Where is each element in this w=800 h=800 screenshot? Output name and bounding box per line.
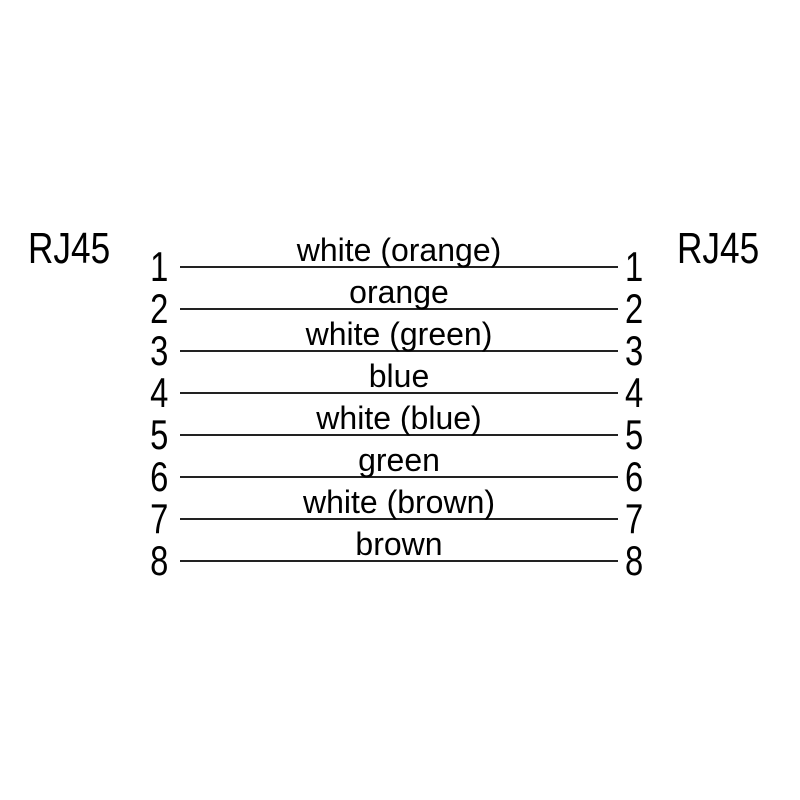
pin-number-left: 8 xyxy=(149,537,168,584)
pin-number-left: 7 xyxy=(149,495,168,542)
pin-number-left: 5 xyxy=(149,411,168,458)
wire-color-label: brown xyxy=(355,526,443,562)
wire-row: 8 brown 8 xyxy=(0,528,800,584)
pin-number-left: 6 xyxy=(149,453,168,500)
wire-row: 4 blue 4 xyxy=(0,360,800,416)
wire-color-label: white (orange) xyxy=(296,232,502,268)
pin-number-right: 4 xyxy=(625,369,644,416)
wire-line xyxy=(180,266,618,268)
pin-number-right: 3 xyxy=(625,327,644,374)
pin-number-right: 8 xyxy=(625,537,644,584)
pin-number-right: 6 xyxy=(625,453,644,500)
wire-row: 1 white (orange) 1 xyxy=(0,234,800,290)
pin-number-right: 7 xyxy=(625,495,644,542)
pin-number-right: 1 xyxy=(625,243,644,290)
pin-number-left: 1 xyxy=(149,243,168,290)
wire-line xyxy=(180,476,618,478)
wire-color-label: white (green) xyxy=(305,316,493,352)
wire-row: 3 white (green) 3 xyxy=(0,318,800,374)
wire-color-label: white (brown) xyxy=(302,484,496,520)
connector-label-left: RJ45 xyxy=(28,224,111,273)
wire-line xyxy=(180,560,618,562)
pin-number-left: 2 xyxy=(149,285,168,332)
wire-row: 5 white (blue) 5 xyxy=(0,402,800,458)
wire-row: 7 white (brown) 7 xyxy=(0,486,800,542)
pin-number-right: 2 xyxy=(625,285,644,332)
wire-line xyxy=(180,392,618,394)
wire-line xyxy=(180,350,618,352)
pin-number-left: 4 xyxy=(149,369,168,416)
wire-line xyxy=(180,518,618,520)
wire-color-label: white (blue) xyxy=(316,400,482,436)
wire-color-label: orange xyxy=(349,274,449,310)
wire-row: 2 orange 2 xyxy=(0,276,800,332)
connector-label-right: RJ45 xyxy=(677,224,760,273)
wire-color-label: green xyxy=(358,442,440,478)
pin-number-left: 3 xyxy=(149,327,168,374)
wire-line xyxy=(180,434,618,436)
wire-color-label: blue xyxy=(368,358,430,394)
pin-number-right: 5 xyxy=(625,411,644,458)
wire-line xyxy=(180,308,618,310)
wire-row: 6 green 6 xyxy=(0,444,800,500)
